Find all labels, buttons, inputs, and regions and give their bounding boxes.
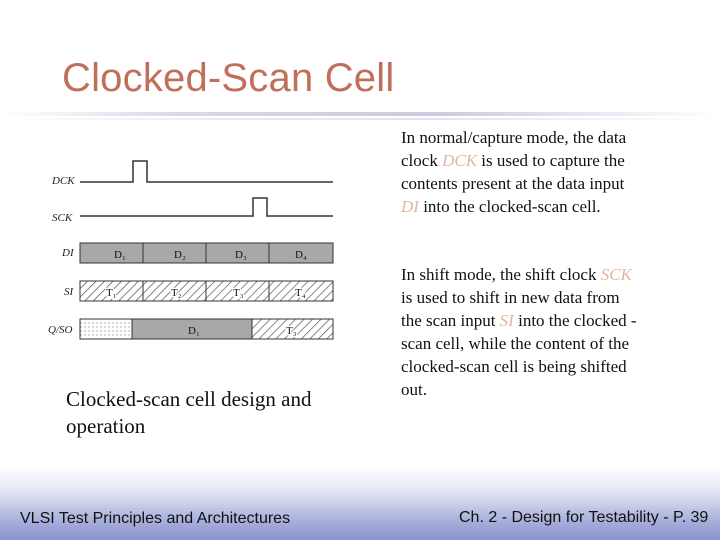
paragraph-text: In shift mode, the shift clock <box>401 265 601 284</box>
qso-cell-label: T₃ <box>286 325 297 337</box>
footer-band <box>0 466 720 540</box>
si-cell-label: T₃ <box>233 287 244 299</box>
dck-waveform <box>80 160 333 183</box>
paragraph-text: into the clocked -scan cell, while the c… <box>401 311 637 399</box>
si-cell-label: T₄ <box>295 287 306 299</box>
paragraph-text: is used to capture the contents present … <box>401 151 625 193</box>
di-bus <box>79 242 334 264</box>
dck-label: DCK <box>51 175 75 187</box>
footer-book-title: VLSI Test Principles and Architectures <box>20 510 291 527</box>
qso-label: Q/SO <box>48 324 73 336</box>
keyword-si: SI <box>499 311 514 330</box>
si-label: SI <box>64 286 75 298</box>
title-underline-secondary <box>0 118 720 120</box>
di-cell-label: D₁ <box>114 249 126 261</box>
keyword-di: DI <box>401 197 419 216</box>
figure-caption: Clocked-scan cell design and operation <box>66 387 312 438</box>
di-cell-label: D₄ <box>295 249 307 261</box>
si-cell-label: T₂ <box>171 287 182 299</box>
keyword-sck: SCK <box>600 265 632 284</box>
slide-title: Clocked-Scan Cell <box>62 56 395 100</box>
timing-diagram: DCK SCK DI SI Q/SO D₁ D₂ D₃ D₄ T₁ T₂ T₃ … <box>48 160 334 340</box>
paragraph-text: In normal/capture mode, the data clock <box>401 128 627 170</box>
di-cell-label: D₃ <box>235 249 247 261</box>
capture-mode-paragraph: In normal/capture mode, the data clock D… <box>401 126 641 218</box>
si-cell-label: T₁ <box>106 287 117 299</box>
qso-bus <box>79 318 334 340</box>
shift-mode-paragraph: In shift mode, the shift clock SCK is us… <box>401 263 641 401</box>
sck-label: SCK <box>52 212 73 224</box>
si-bus <box>79 280 334 302</box>
di-cell-label: D₂ <box>174 249 186 261</box>
keyword-dck: DCK <box>442 151 478 170</box>
paragraph-text: into the clocked-scan cell. <box>418 197 601 216</box>
di-label: DI <box>61 247 75 259</box>
sck-waveform <box>80 197 333 217</box>
title-underline <box>0 112 720 116</box>
qso-cell-label: D₁ <box>188 325 200 337</box>
paragraph-text: is used to shift in new data from the sc… <box>401 288 620 330</box>
footer-chapter-page: Ch. 2 - Design for Testability - P. 39 <box>459 509 709 526</box>
